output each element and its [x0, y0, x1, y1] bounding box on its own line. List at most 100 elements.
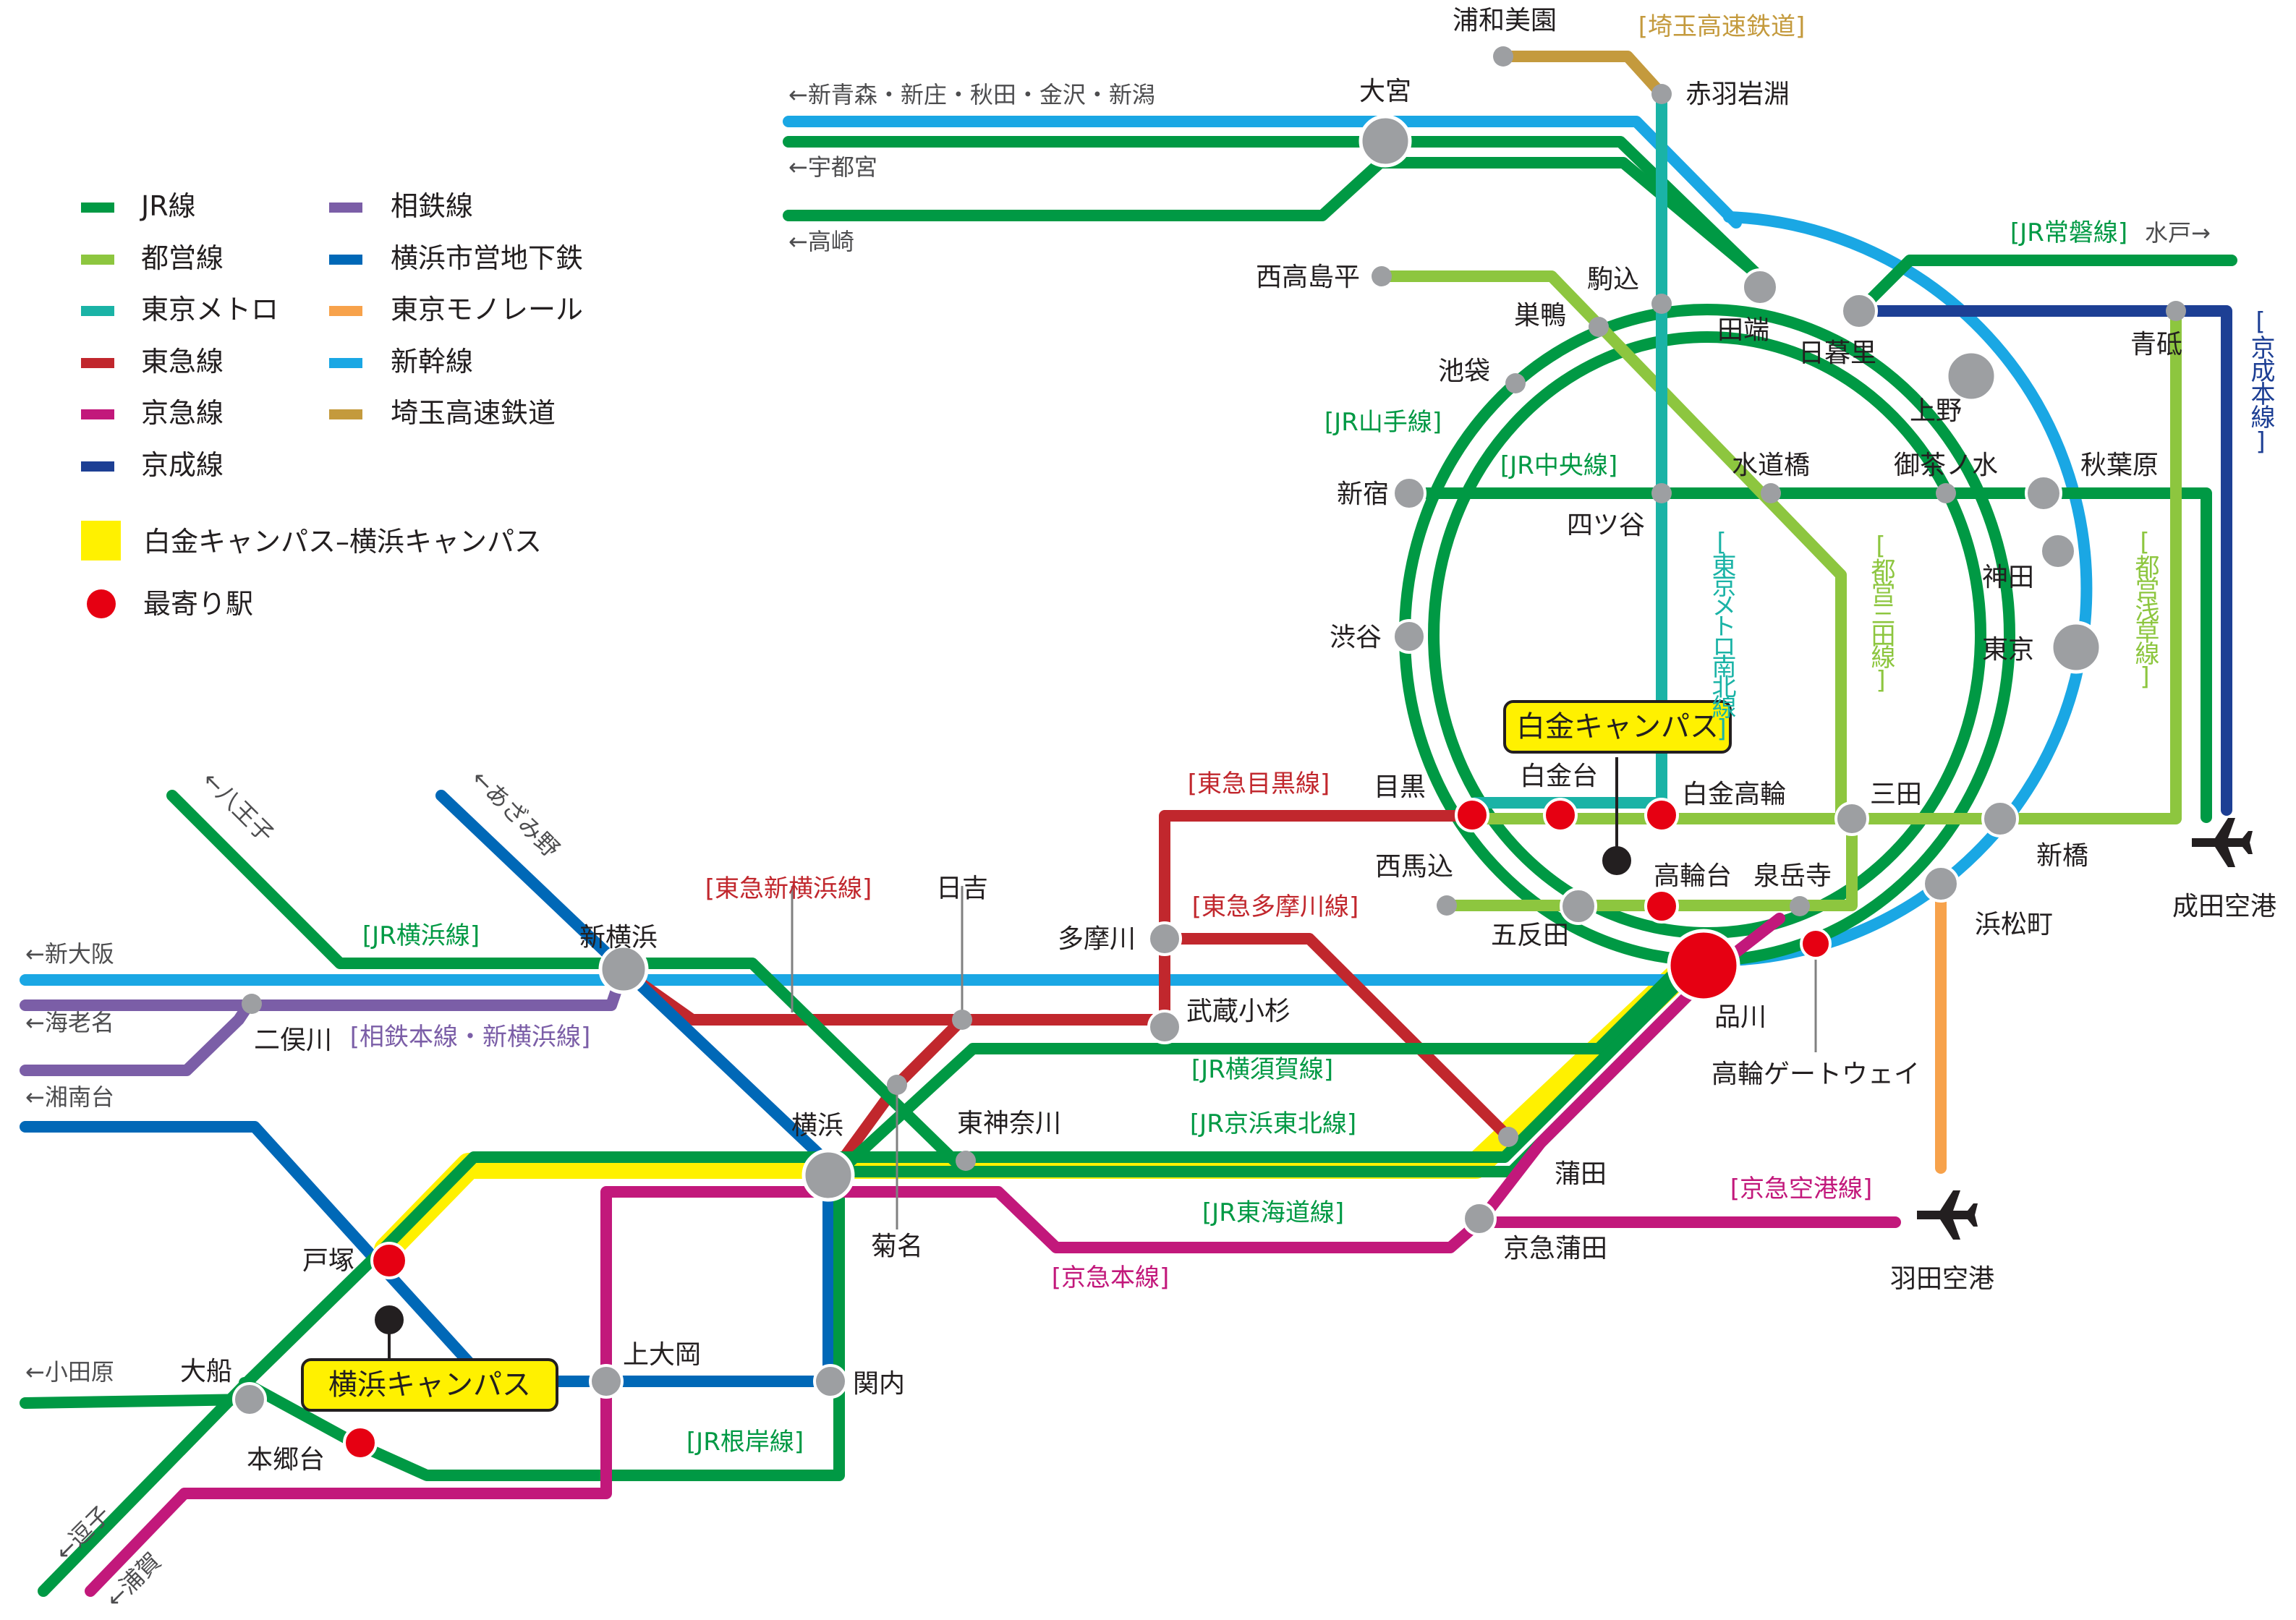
station-komagome[interactable]: [1651, 294, 1672, 314]
station-akabaneiwabuchi[interactable]: [1651, 84, 1672, 104]
yokohama-campus-callout[interactable]: 横浜キャンパス: [301, 1358, 558, 1412]
yokohama-campus-label: 横浜キャンパス: [328, 1368, 531, 1402]
station-mita[interactable]: [1834, 801, 1869, 836]
shinkansen-tohoku-line: [783, 116, 1742, 229]
tokyu-tamagawa-line: [1159, 933, 1514, 1143]
station-hongodai-nearest[interactable]: [343, 1425, 378, 1460]
label-musashikosugi: 武蔵小杉: [1186, 997, 1291, 1026]
legend-swatch-metro: [81, 306, 114, 316]
label-gotanda: 五反田: [1491, 921, 1569, 950]
dir-azamino: ←あざみ野: [466, 764, 564, 863]
station-takanawadai-nearest[interactable]: [1644, 889, 1679, 924]
station-shirokanedai-nearest[interactable]: [1543, 798, 1578, 832]
label-akihabara: 秋葉原: [2080, 451, 2159, 480]
line-label-joban: [JR常磐線]: [2010, 218, 2127, 247]
line-label-sotetsu: [相鉄本線・新横浜線]: [350, 1023, 591, 1052]
line-label-negishi: [JR根岸線]: [686, 1428, 804, 1457]
station-ueno[interactable]: [1944, 349, 1998, 403]
line-labels: [埼玉高速鉄道] [JR常磐線] [JR山手線] [JR中央線] [東急目黒線]…: [350, 12, 2275, 1457]
legend-swatch-keikyu: [81, 409, 114, 419]
station-aoto[interactable]: [2166, 301, 2186, 321]
label-urawamisono: 浦和美園: [1453, 6, 1557, 35]
station-urawamisono[interactable]: [1493, 46, 1513, 67]
station-labels: 大宮 浦和美園 赤羽岩淵 西高島平 駒込 巣鴨 池袋 田端 日暮里 青砥 上野 …: [180, 6, 2276, 1475]
yokohama-subway-line: [20, 790, 834, 1387]
keikyu-main-line: [85, 913, 1785, 1597]
label-higashikanagawa: 東神奈川: [957, 1109, 1061, 1138]
label-ueno: 上野: [1910, 396, 1962, 426]
dir-odawara: ←小田原: [25, 1358, 114, 1386]
line-label-tamagawa-line: [東急多摩川線]: [1192, 892, 1359, 921]
station-omiya[interactable]: [1359, 114, 1412, 168]
station-sengakuji[interactable]: [1790, 896, 1810, 916]
station-suidobashi[interactable]: [1761, 483, 1781, 503]
label-haneda: 羽田空港: [1890, 1264, 1994, 1294]
label-shirokanetakanawa: 白金高輪: [1682, 780, 1786, 809]
station-tabata[interactable]: [1741, 268, 1779, 306]
label-takanawadai: 高輪台: [1654, 861, 1732, 891]
station-takanawagateway-nearest[interactable]: [1800, 928, 1832, 960]
line-label-keikyu-airport: [京急空港線]: [1730, 1174, 1873, 1203]
station-hiyoshi[interactable]: [952, 1010, 972, 1030]
station-gotanda[interactable]: [1560, 887, 1597, 925]
station-nishimagome[interactable]: [1437, 895, 1457, 916]
label-mita: 三田: [1870, 780, 1922, 809]
legend-label-saitama: 埼玉高速鉄道: [391, 397, 556, 429]
station-higashikanagawa[interactable]: [956, 1151, 976, 1171]
station-yokohama[interactable]: [802, 1148, 855, 1202]
station-kamata[interactable]: [1498, 1127, 1518, 1147]
station-sugamo[interactable]: [1589, 317, 1609, 337]
station-futamatagawa[interactable]: [242, 994, 262, 1014]
line-label-keihin-tohoku: [JR京浜東北線]: [1190, 1109, 1356, 1138]
line-label-asakusa: [都営浅草線]: [2130, 528, 2159, 688]
station-keikyukamata[interactable]: [1462, 1201, 1497, 1236]
legend-label-keisei: 京成線: [141, 449, 224, 481]
station-ikebukuro[interactable]: [1505, 373, 1526, 393]
station-hamamatsucho[interactable]: [1922, 865, 1960, 903]
label-shimbashi: 新橋: [2036, 841, 2088, 871]
station-meguro-nearest[interactable]: [1455, 798, 1489, 832]
station-shinagawa[interactable]: [1667, 929, 1740, 1002]
station-shinyokohama[interactable]: [598, 944, 649, 994]
station-nippori[interactable]: [1840, 292, 1878, 330]
legend-swatch-campus-route: [81, 521, 121, 560]
station-akihabara[interactable]: [2025, 474, 2062, 512]
station-nishitakashimadaira[interactable]: [1372, 266, 1392, 286]
dir-mito: 水戸→: [2145, 219, 2211, 247]
line-label-tokaido: [JR東海道線]: [1202, 1198, 1344, 1227]
label-kikuna: 菊名: [871, 1232, 923, 1261]
toei-asakusa-line: [1477, 305, 2182, 824]
station-kanda[interactable]: [2039, 532, 2077, 570]
shirokane-campus-callout[interactable]: 白金キャンパス: [1503, 700, 1732, 754]
station-shimbashi[interactable]: [1981, 800, 2019, 837]
saitama-railway-line: [1497, 51, 1667, 100]
label-ochanomizu: 御茶ノ水: [1894, 451, 1998, 480]
airplane-icon: [1917, 1190, 1978, 1240]
station-ofuna[interactable]: [232, 1382, 267, 1417]
line-label-yamanote: [JR山手線]: [1325, 408, 1442, 437]
station-kikuna[interactable]: [887, 1075, 907, 1095]
dir-ebina: ←海老名: [25, 1009, 114, 1036]
legend-swatch-jr: [81, 202, 114, 213]
station-kamiooka[interactable]: [589, 1364, 624, 1399]
station-shibuya[interactable]: [1392, 619, 1427, 654]
station-totsuka-nearest[interactable]: [370, 1242, 408, 1279]
station-tamagawa[interactable]: [1147, 921, 1182, 956]
label-akabaneiwabuchi: 赤羽岩淵: [1685, 80, 1790, 109]
station-tokyo[interactable]: [2049, 621, 2103, 674]
label-shinjuku: 新宿: [1337, 479, 1389, 509]
legend-label-sotetsu: 相鉄線: [391, 190, 473, 222]
station-yotsuya[interactable]: [1651, 483, 1672, 503]
campus-pointers: [375, 757, 1631, 1367]
station-shirokanetakanawa-nearest[interactable]: [1644, 798, 1679, 832]
legend-label-campus-route: 白金キャンパス–横浜キャンパス: [143, 526, 542, 558]
legend-label-keikyu: 京急線: [141, 397, 224, 429]
station-ochanomizu[interactable]: [1936, 483, 1956, 503]
station-kannai[interactable]: [813, 1364, 848, 1399]
label-nishitakashimadaira: 西高島平: [1256, 263, 1360, 292]
station-musashikosugi[interactable]: [1147, 1010, 1182, 1044]
label-suidobashi: 水道橋: [1732, 451, 1810, 480]
station-shinjuku[interactable]: [1392, 476, 1427, 511]
dir-takasaki: ←高崎: [788, 228, 854, 255]
